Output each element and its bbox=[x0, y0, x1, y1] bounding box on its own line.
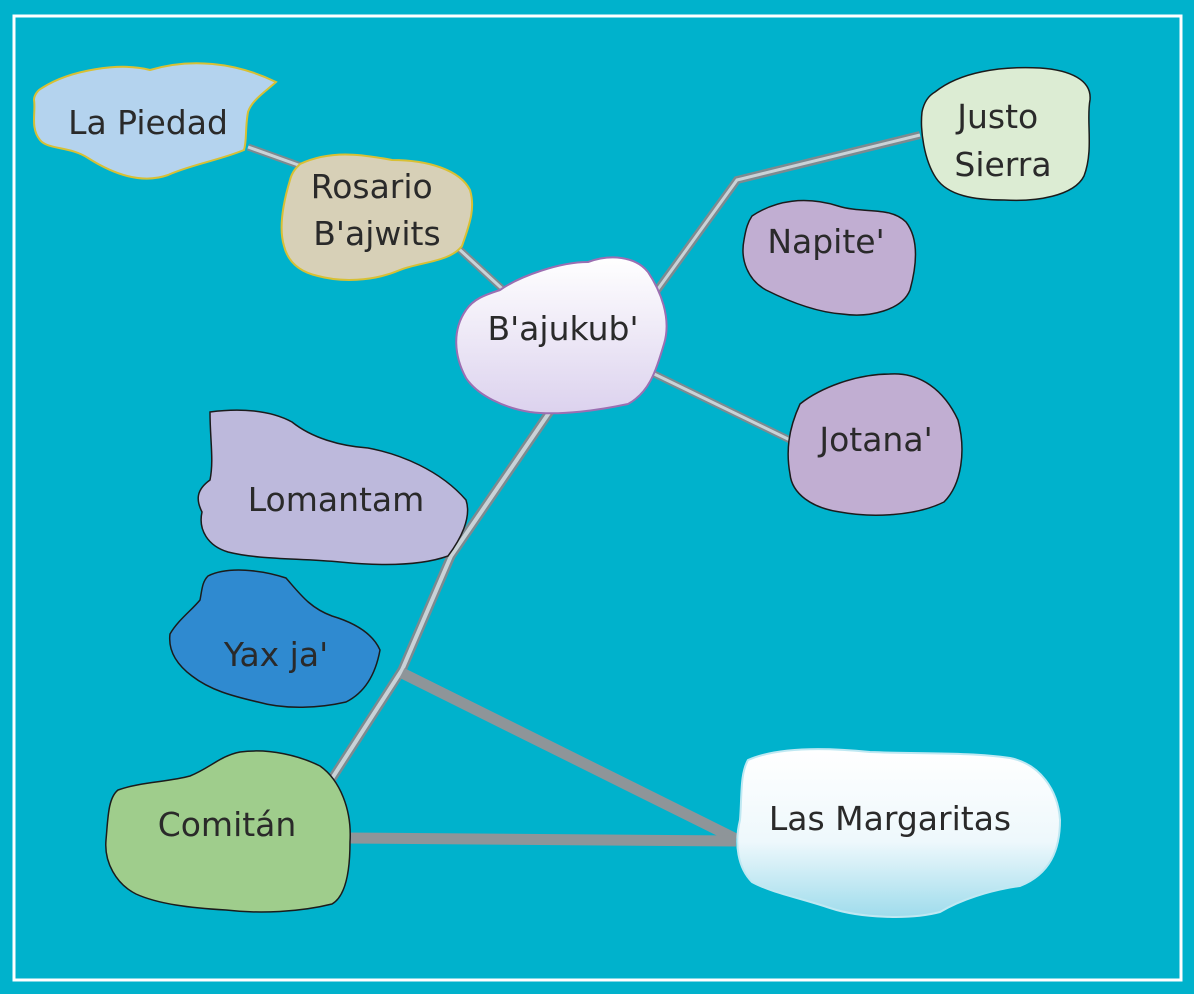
road-bajukub-justo-sierra bbox=[646, 131, 921, 303]
place-bajukub[interactable]: B'ajukub' bbox=[455, 256, 668, 415]
las-margaritas-label: Las Margaritas bbox=[769, 799, 1011, 838]
road-bajukub-comitan bbox=[327, 385, 570, 783]
justo-sierra-shape bbox=[920, 66, 1091, 202]
la-piedad-shape bbox=[32, 62, 278, 180]
road-la-piedad-rosario bbox=[246, 143, 303, 170]
place-lomantam[interactable]: Lomantam bbox=[197, 409, 469, 566]
lomantam-label: Lomantam bbox=[248, 480, 425, 519]
road-comitan-las-margaritas bbox=[344, 668, 739, 847]
road-network bbox=[246, 131, 921, 847]
comitan-label: Comitán bbox=[158, 805, 297, 844]
yax-ja-shape bbox=[168, 569, 381, 708]
place-comitan[interactable]: Comitán bbox=[105, 750, 351, 913]
bajukub-label: B'ajukub' bbox=[487, 309, 638, 348]
lomantam-shape bbox=[197, 409, 469, 566]
place-jotana[interactable]: Jotana' bbox=[787, 373, 963, 516]
las-margaritas-shape bbox=[736, 748, 1062, 918]
napite-shape bbox=[742, 199, 917, 316]
place-yax-ja[interactable]: Yax ja' bbox=[168, 569, 381, 708]
napite-label: Napite' bbox=[767, 222, 884, 261]
place-rosario-bajwits[interactable]: Rosario B'ajwits bbox=[280, 153, 474, 281]
jotana-shape bbox=[787, 373, 963, 516]
rosario-bajwits-shape bbox=[280, 153, 474, 281]
place-justo-sierra[interactable]: Justo Sierra bbox=[920, 66, 1091, 202]
comitan-shape bbox=[105, 750, 351, 913]
bajukub-shape bbox=[455, 256, 668, 415]
la-piedad-label: La Piedad bbox=[68, 103, 228, 142]
justo-sierra-label: Justo Sierra bbox=[954, 97, 1051, 184]
place-las-margaritas[interactable]: Las Margaritas bbox=[736, 748, 1062, 918]
map-frame bbox=[12, 14, 1183, 982]
yax-ja-label: Yax ja' bbox=[223, 635, 328, 674]
rosario-bajwits-label: Rosario B'ajwits bbox=[311, 167, 443, 253]
place-napite[interactable]: Napite' bbox=[742, 199, 917, 316]
road-bajukub-jotana bbox=[644, 366, 792, 444]
place-la-piedad[interactable]: La Piedad bbox=[32, 62, 278, 180]
jotana-label: Jotana' bbox=[817, 420, 932, 459]
